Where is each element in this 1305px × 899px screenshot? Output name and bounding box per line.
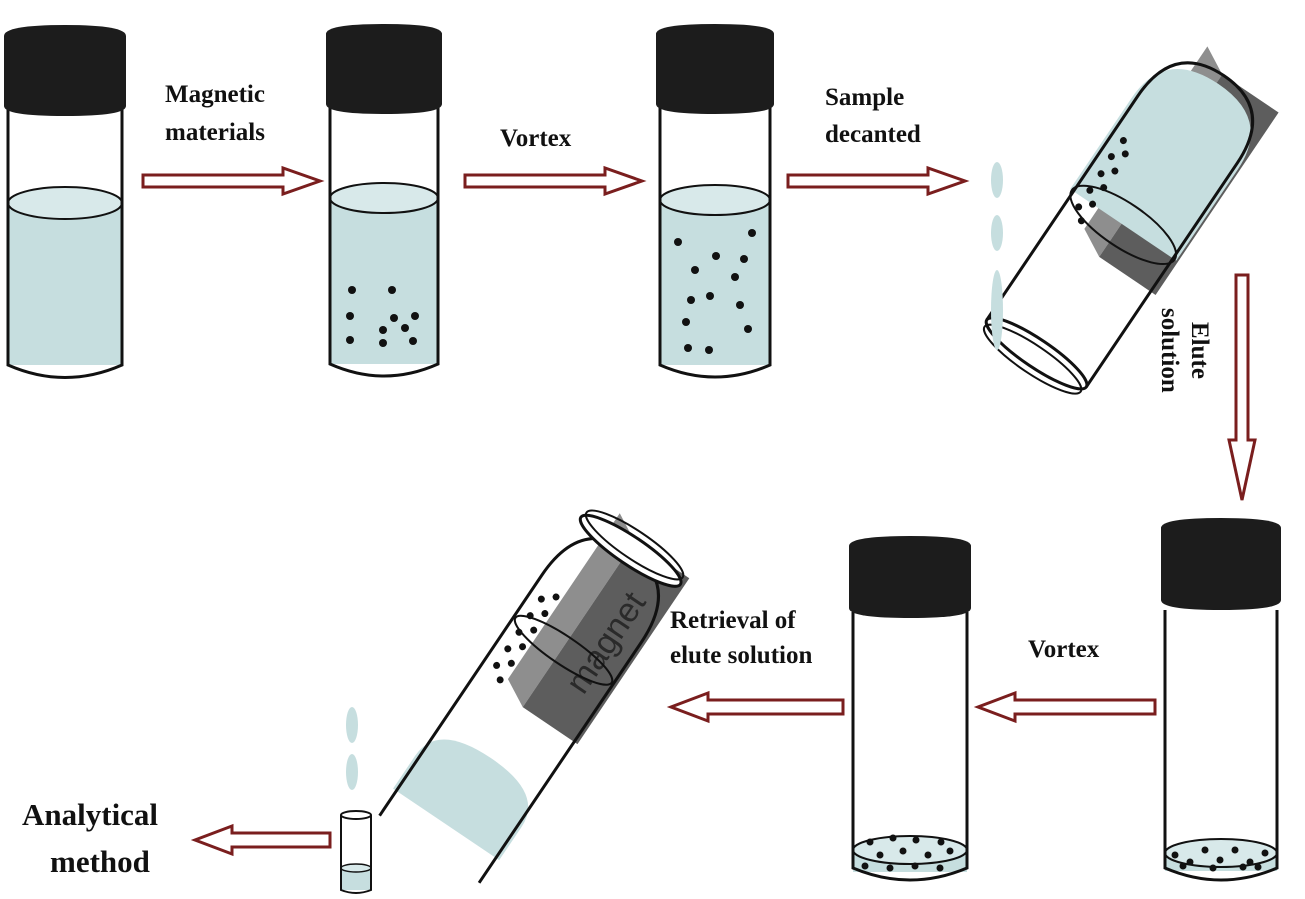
label-retrieval-line1: Retrieval of [670,607,796,634]
vial-dispersed-particles [656,24,774,379]
vial-cap [326,24,442,114]
arrow-add-magnetic-materials [141,165,325,197]
label-elute-solution-line1: Elute [1186,322,1213,379]
label-analytical-method-line2: method [50,844,150,879]
arrow-vortex-2 [973,690,1157,724]
label-vortex-2: Vortex [1028,636,1100,663]
label-sample-decanted-line2: decanted [825,121,921,148]
magnetic-particles [493,593,560,684]
magnetic-particles [861,834,954,872]
vial-cap [849,536,971,618]
vial-elute-particles [1161,518,1281,882]
vial-with-particles [326,24,442,378]
vial-elute-dispersed [849,536,971,882]
vial-cap [656,24,774,114]
retrieved-droplets [346,707,358,790]
arrow-vortex-1 [463,165,647,197]
label-retrieval-line2: elute solution [670,642,812,669]
magnetic-particles [674,229,756,354]
tilted-vial-decanting: magnet [982,46,1279,395]
vial-cap [1161,518,1281,610]
decanted-droplets [991,162,1003,350]
magnet-block: magnet [507,513,690,745]
label-vortex-1: Vortex [500,125,572,152]
tilted-vial-retrieval: magnet [378,509,690,884]
label-analytical-method-line1: Analytical [22,797,158,832]
arrow-add-elute-solution [1227,273,1257,501]
magnetic-particles [1171,846,1269,872]
arrow-analytical-method [190,823,332,857]
magnetic-particles [346,286,419,347]
magnetic-particles [1075,137,1129,225]
arrow-retrieval [666,690,845,724]
arrow-sample-decanted [786,165,970,197]
vial-cap [4,25,126,116]
label-magnetic-materials-line2: materials [165,119,265,146]
label-magnetic-materials-line1: Magnetic [165,81,265,108]
label-sample-decanted-line1: Sample [825,84,904,111]
collection-tube [340,810,372,894]
vial-sample [4,25,126,379]
label-elute-solution-line2-visible: solution [1156,308,1183,393]
